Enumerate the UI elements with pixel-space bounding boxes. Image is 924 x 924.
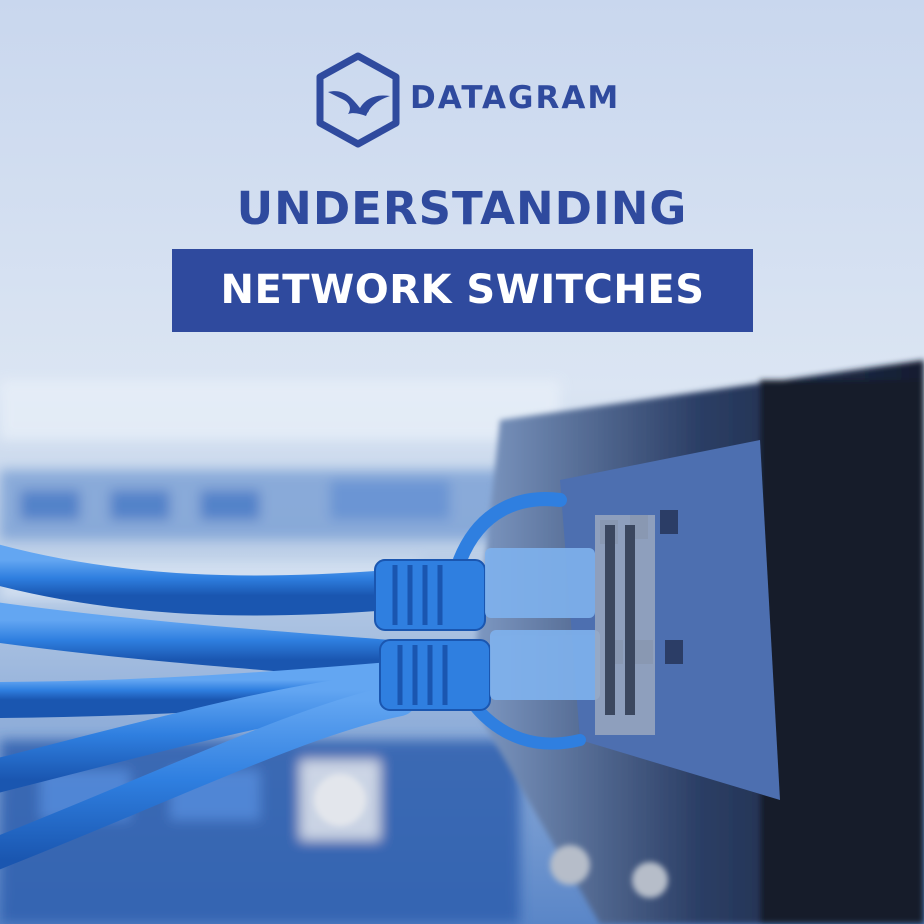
subtitle-banner: NETWORK SWITCHES <box>172 249 753 332</box>
subtitle: NETWORK SWITCHES <box>220 267 705 313</box>
bird-in-hexagon-icon <box>316 52 400 148</box>
datagram-logo: DATAGRAM <box>314 52 618 148</box>
page-title: UNDERSTANDING <box>236 182 688 235</box>
brand-name: DATAGRAM <box>410 80 621 116</box>
